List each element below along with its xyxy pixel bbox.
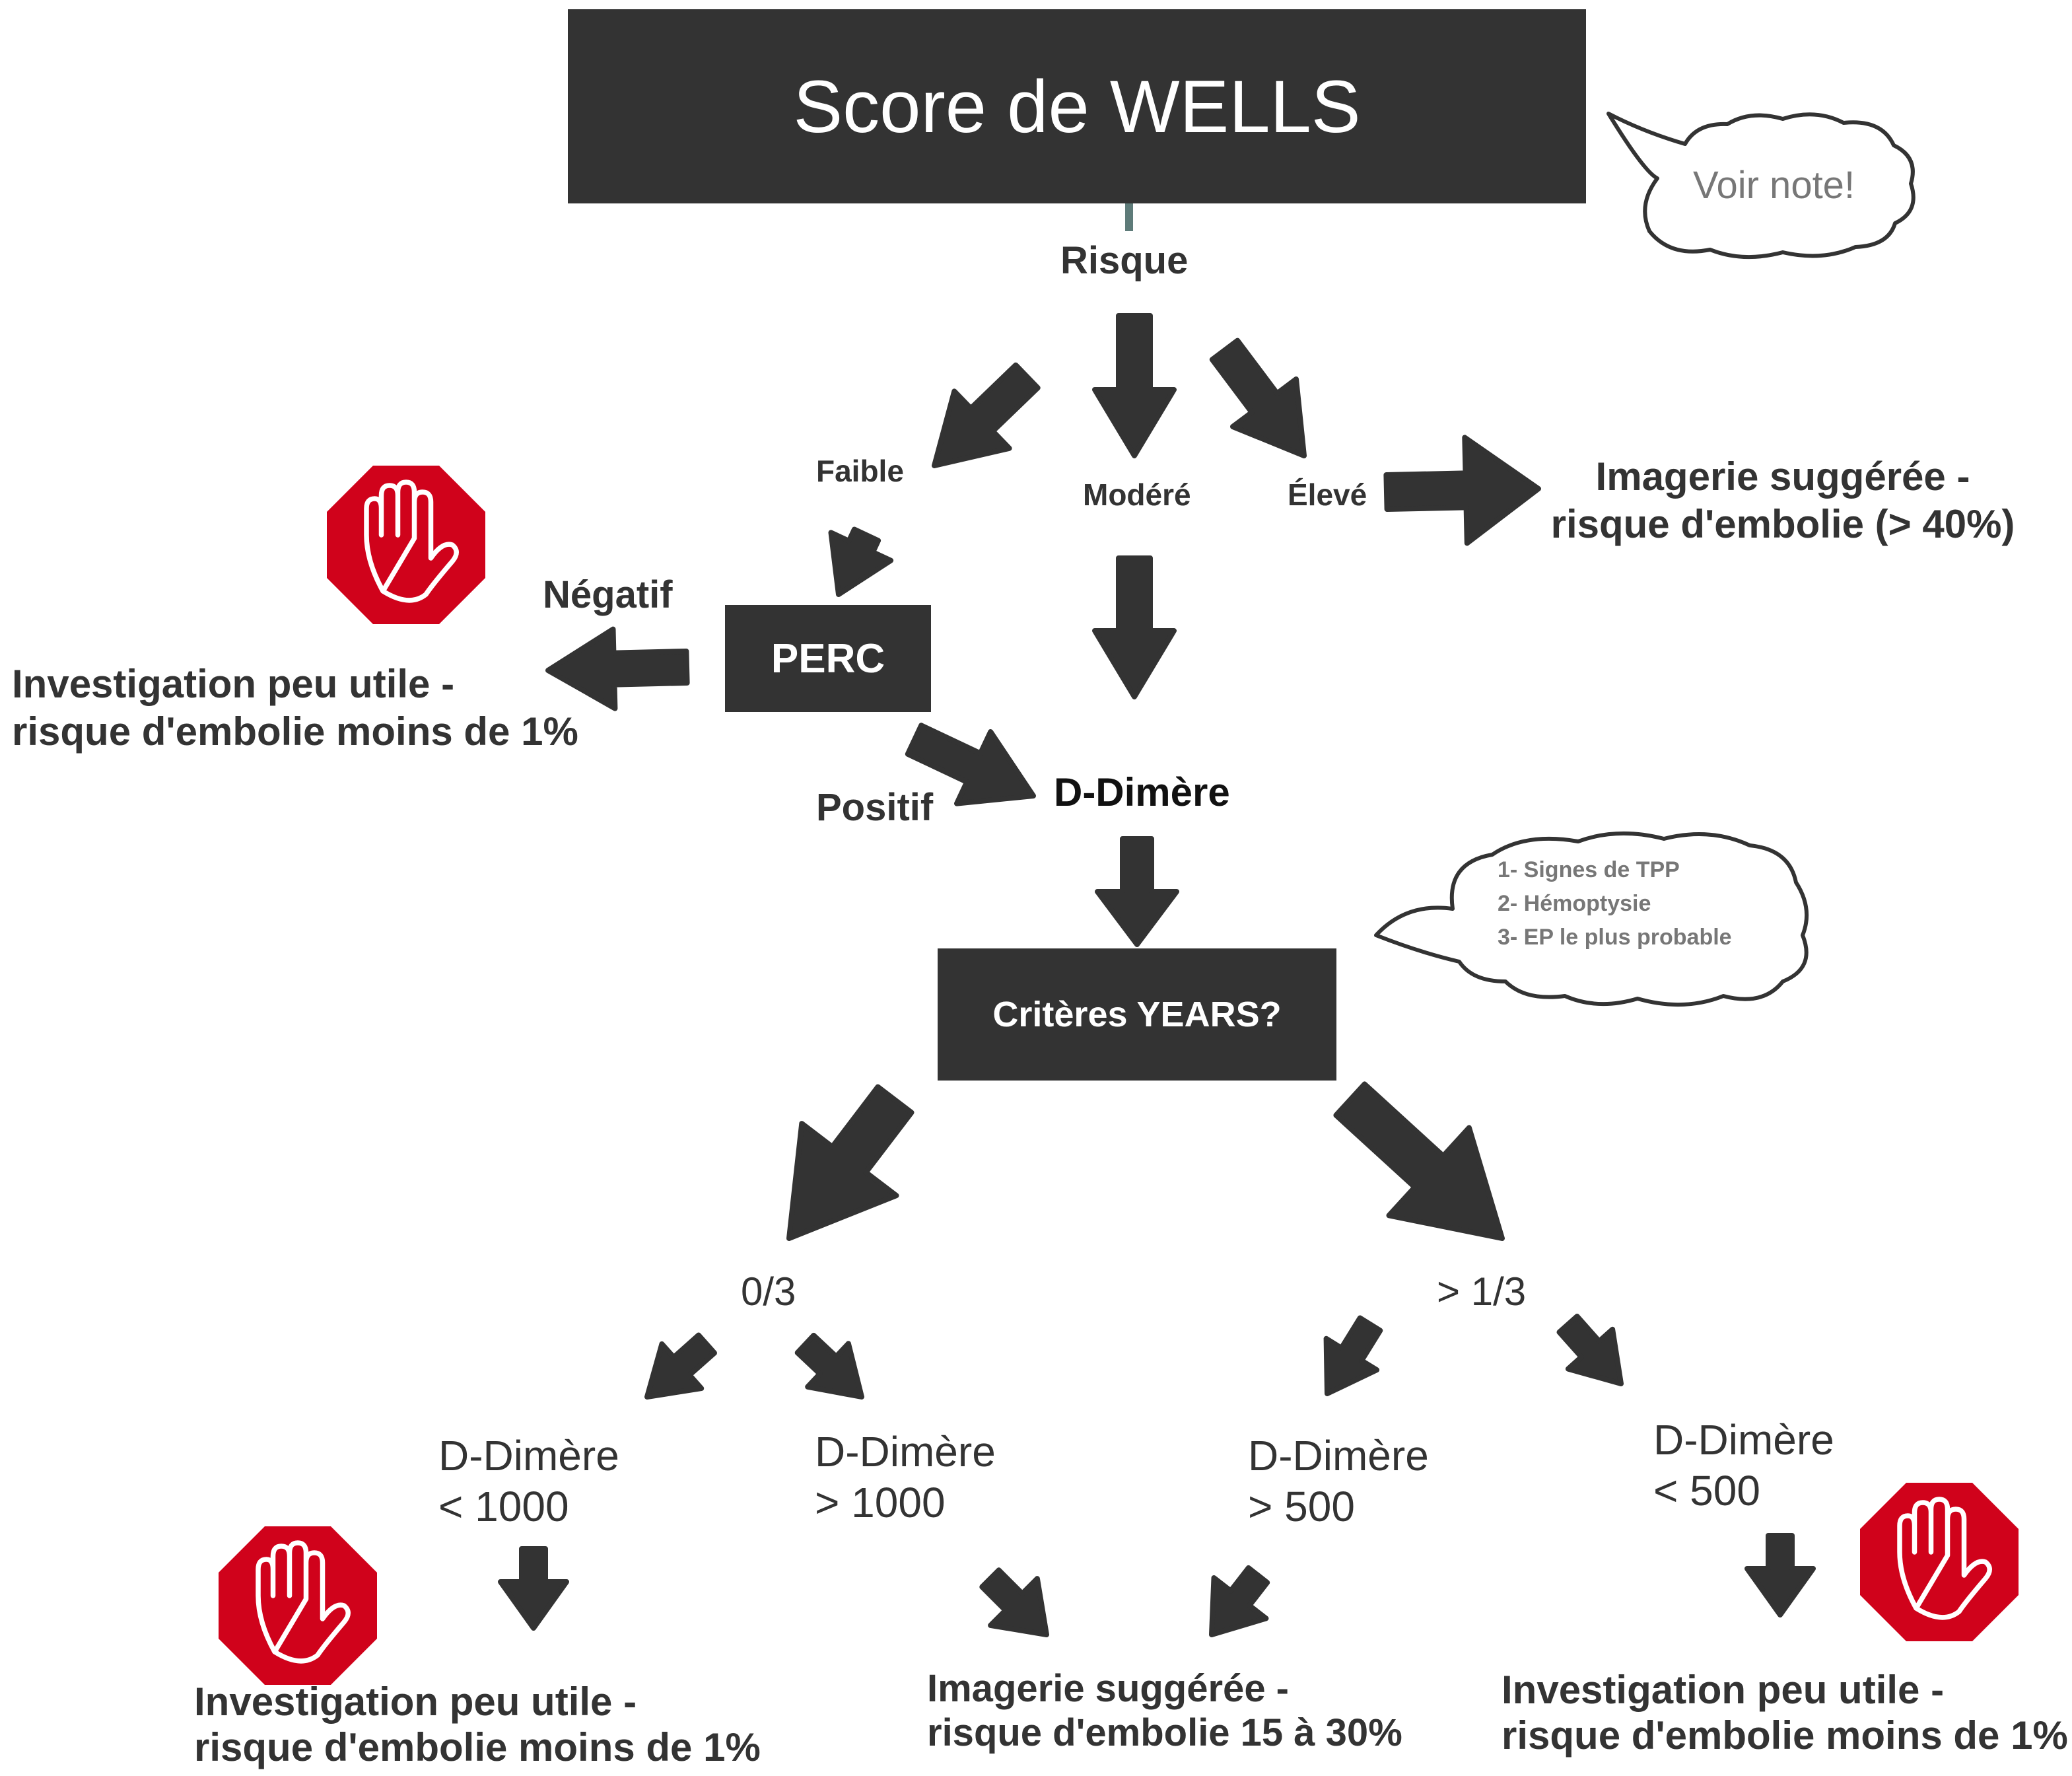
arrow-years-zero-icon — [786, 1084, 915, 1241]
stop-hand-icon — [327, 466, 485, 624]
branch-zero-low-line-1: D-Dimère — [438, 1432, 619, 1479]
arrow-low-perc-icon — [828, 526, 894, 597]
outcome-middle: Imagerie suggérée - risque d'embolie 15 … — [927, 1667, 1402, 1755]
outcome-left: Investigation peu utile - risque d'embol… — [194, 1679, 761, 1770]
arrow-zero-high-icon — [794, 1332, 864, 1400]
years-criterion-2: 2- Hémoptysie — [1498, 891, 1651, 916]
arrow-zero-high-out-icon — [979, 1567, 1049, 1637]
risk-moderate-label: Modéré — [1083, 478, 1191, 512]
high-risk-result-line-2: risque d'embolie (> 40%) — [1550, 502, 2015, 546]
branch-zero-low: D-Dimère < 1000 — [438, 1431, 619, 1532]
branch-more-high: D-Dimère > 500 — [1248, 1431, 1429, 1532]
years-more-label: > 1/3 — [1437, 1269, 1527, 1314]
branch-more-low-line-2: < 500 — [1653, 1466, 1760, 1514]
title-connector — [1125, 202, 1133, 231]
speech-cloud-icon — [1374, 831, 1809, 1007]
arrow-more-high-out-icon — [1209, 1565, 1270, 1637]
arrow-zero-low-icon — [644, 1332, 717, 1400]
branch-zero-low-line-2: < 1000 — [438, 1482, 569, 1530]
years-label: Critères YEARS? — [992, 995, 1282, 1034]
branch-zero-high: D-Dimère > 1000 — [815, 1427, 996, 1528]
outcome-right-line-2: risque d'embolie moins de 1% — [1502, 1713, 2068, 1758]
years-criteria: 1- Signes de TPP 2- Hémoptysie 3- EP le … — [1498, 853, 1732, 954]
arrow-risk-moderate-icon — [1092, 313, 1177, 458]
arrow-left-down-icon — [498, 1546, 569, 1631]
arrow-years-more-icon — [1333, 1081, 1505, 1241]
outcome-right: Investigation peu utile - risque d'embol… — [1502, 1667, 2068, 1758]
branch-more-high-line-1: D-Dimère — [1248, 1432, 1429, 1479]
arrow-risk-high-icon — [1209, 337, 1307, 458]
outcome-right-line-1: Investigation peu utile - — [1502, 1668, 1945, 1712]
outcome-left-line-2: risque d'embolie moins de 1% — [194, 1725, 761, 1769]
ddimer-label: D-Dimère — [1054, 770, 1230, 814]
speech-cloud-icon — [1606, 112, 1916, 260]
title-box: Score de WELLS — [568, 9, 1586, 203]
risk-low-label: Faible — [816, 454, 904, 488]
years-criterion-3: 3- EP le plus probable — [1498, 925, 1732, 950]
arrow-perc-negative-icon — [545, 626, 690, 711]
arrow-perc-positive-icon — [905, 723, 1036, 806]
outcome-left-line-1: Investigation peu utile - — [194, 1680, 637, 1724]
perc-negative-result-line-1: Investigation peu utile - — [12, 662, 455, 706]
perc-negative-result: Investigation peu utile - risque d'embol… — [12, 660, 578, 756]
stop-hand-icon — [219, 1526, 377, 1685]
branch-more-high-line-2: > 500 — [1248, 1482, 1355, 1530]
branch-zero-high-line-2: > 1000 — [815, 1478, 946, 1526]
perc-negative-label: Négatif — [543, 573, 673, 616]
perc-label: PERC — [771, 635, 885, 682]
arrow-ddimer-years-icon — [1095, 836, 1179, 947]
perc-negative-result-line-2: risque d'embolie moins de 1% — [12, 709, 578, 754]
years-box: Critères YEARS? — [938, 948, 1336, 1081]
arrow-high-imaging-icon — [1383, 435, 1541, 546]
stop-hand-icon — [1860, 1483, 2019, 1641]
branch-zero-high-line-1: D-Dimère — [815, 1428, 996, 1475]
branch-more-low: D-Dimère < 500 — [1653, 1415, 1834, 1516]
risk-label: Risque — [1060, 239, 1189, 282]
outcome-middle-line-2: risque d'embolie 15 à 30% — [927, 1711, 1402, 1754]
years-zero-label: 0/3 — [741, 1269, 796, 1314]
high-risk-result-line-1: Imagerie suggérée - — [1595, 454, 1970, 499]
branch-more-low-line-1: D-Dimère — [1653, 1416, 1834, 1464]
arrow-risk-low-icon — [932, 362, 1041, 468]
perc-positive-label: Positif — [816, 786, 934, 829]
years-criterion-1: 1- Signes de TPP — [1498, 857, 1680, 882]
outcome-middle-line-1: Imagerie suggérée - — [927, 1667, 1289, 1710]
arrow-more-high-icon — [1323, 1315, 1383, 1396]
risk-high-label: Élevé — [1288, 478, 1367, 512]
high-risk-result: Imagerie suggérée - risque d'embolie (> … — [1525, 453, 2040, 548]
arrow-more-low-icon — [1556, 1314, 1624, 1386]
page-title: Score de WELLS — [793, 65, 1361, 148]
arrow-right-down-icon — [1744, 1533, 1816, 1617]
perc-box: PERC — [725, 605, 931, 712]
arrow-moderate-ddimer-icon — [1092, 555, 1177, 699]
note-callout[interactable]: Voir note! — [1693, 164, 1855, 207]
